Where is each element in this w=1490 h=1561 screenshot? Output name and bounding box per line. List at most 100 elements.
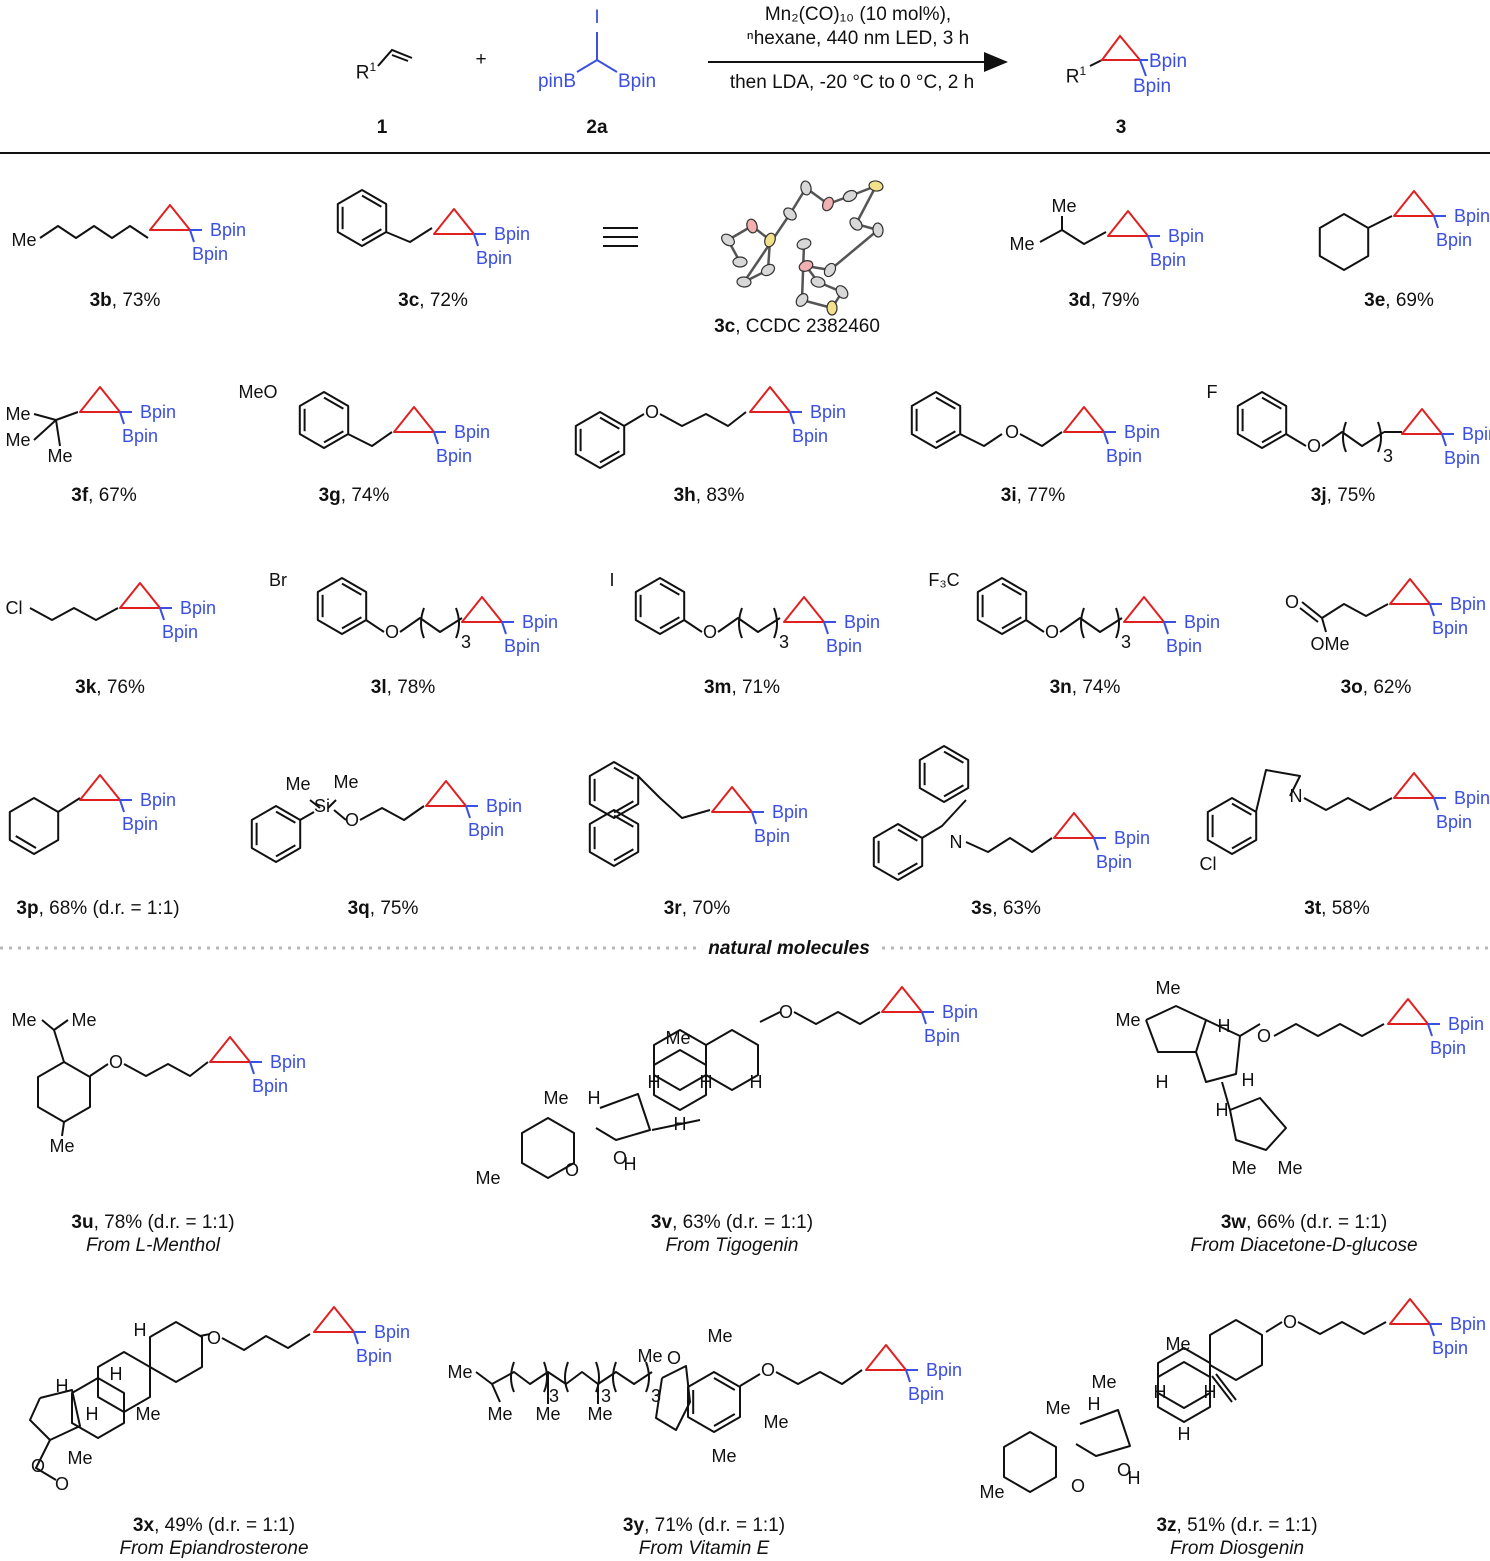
methyl-label: Me: [707, 1326, 732, 1346]
hydrogen-label: H: [1178, 1424, 1191, 1444]
c-b-bond: [1433, 797, 1439, 811]
repeat-count: 3: [1121, 632, 1131, 652]
spiro-pyran-ring: [1003, 1431, 1057, 1493]
bpin-label: Bpin: [210, 220, 246, 240]
cyclopropane-ring: [433, 208, 475, 235]
chain: [1221, 1081, 1231, 1111]
xray-atom: [826, 300, 838, 316]
aromatic-bond: [323, 396, 344, 410]
hydrogen-label: H: [1156, 1072, 1169, 1092]
aromatic-bond: [361, 194, 382, 208]
chlorine-label: Cl: [6, 598, 23, 618]
naphthalene-ring-b: [588, 809, 640, 867]
c-b-bond: [1441, 433, 1447, 447]
hydrogen-label: H: [700, 1072, 713, 1092]
chain: [1039, 216, 1063, 243]
c-b-bond: [353, 1331, 359, 1345]
xray-caption: 3c, CCDC 2382460: [714, 316, 880, 337]
compound-label-3b: 3b, 73%: [89, 290, 161, 311]
aryl-ring: [1236, 391, 1288, 449]
hydrogen-label: H: [588, 1088, 601, 1108]
hydrogen-label: H: [56, 1376, 69, 1396]
bpin-label: Bpin: [1096, 852, 1132, 872]
chain: [1025, 619, 1045, 633]
product-bpin-1: Bpin: [1148, 51, 1188, 72]
cyclopropane-ring: [1393, 772, 1435, 799]
dioxolane-ring-1: [1145, 1005, 1207, 1053]
methyl-label: Me: [447, 1362, 472, 1382]
chain: [965, 837, 1053, 853]
cyclohexane-ring: [37, 1061, 91, 1123]
xray-bond: [742, 213, 792, 283]
carbazole-ring-a: [918, 745, 970, 803]
compound-label-3t: 3t, 58%: [1304, 898, 1370, 919]
reagent-1-structure: [377, 48, 413, 67]
aromatic-bond: [1231, 802, 1252, 816]
methyl-label: Me: [285, 774, 310, 794]
bpin-label: Bpin: [1436, 230, 1472, 250]
carbonyl-oxygen-label: O: [1285, 592, 1299, 612]
bpin-label: Bpin: [504, 636, 540, 656]
methyl-label: Me: [587, 1404, 612, 1424]
methoxy-label: OMe: [1310, 634, 1349, 654]
methyl-label: Me: [979, 1482, 1004, 1502]
chain: [683, 619, 703, 633]
cyclopropane-ring: [1389, 578, 1431, 605]
product-bpin-2: Bpin: [1132, 76, 1172, 97]
c-b-bond: [1429, 1323, 1435, 1337]
hydrogen-label: H: [1154, 1382, 1167, 1402]
nitrogen-label: N: [1290, 786, 1303, 806]
bpin-label: Bpin: [1450, 594, 1486, 614]
repeat-bracket: [420, 607, 425, 639]
methyl-label: Me: [763, 1412, 788, 1432]
aromatic-bond: [943, 784, 964, 798]
silicon-label: Si: [314, 796, 330, 816]
methyl-label: Me: [71, 1010, 96, 1030]
xray-atom: [746, 218, 758, 234]
methyl-label: Me: [135, 1404, 160, 1424]
hydrogen-label: H: [86, 1404, 99, 1424]
aromatic-bond: [341, 616, 362, 630]
nitrogen-label: N: [950, 832, 963, 852]
cyclopropane-ring: [425, 780, 467, 807]
bpin-label: Bpin: [792, 426, 828, 446]
compound-label-3k: 3k, 76%: [75, 677, 145, 698]
oxygen-label: O: [645, 402, 659, 422]
repeat-bracket: [1377, 421, 1382, 453]
product-3-structure: [1089, 34, 1148, 77]
xray-atom: [823, 262, 837, 278]
bpin-label: Bpin: [180, 598, 216, 618]
cyclopropane-ring: [1053, 812, 1095, 839]
bpin-label: Bpin: [1114, 828, 1150, 848]
c-b-bond: [1427, 1023, 1433, 1037]
bpin-label: Bpin: [1450, 1314, 1486, 1334]
chain: [365, 619, 385, 633]
hydrogen-label: H: [624, 1154, 637, 1174]
bpin-label: Bpin: [1166, 636, 1202, 656]
xray-atom: [795, 293, 809, 307]
bpin-label: Bpin: [494, 224, 530, 244]
methyl-label: Me: [1091, 1372, 1116, 1392]
plus-sign: +: [475, 49, 487, 70]
compound-label-3m: 3m, 71%: [703, 677, 781, 698]
cyclohexene-ring: [8, 797, 60, 855]
bpin-label: Bpin: [122, 426, 158, 446]
chain: [1265, 1321, 1283, 1333]
xray-atom: [732, 256, 748, 268]
aromatic-bond: [897, 828, 918, 842]
methyl-label: Me: [1045, 1398, 1070, 1418]
cyclopropane-ring: [749, 386, 791, 413]
section-header-natural-molecules: natural molecules: [702, 938, 876, 960]
bpin-label: Bpin: [1430, 1038, 1466, 1058]
bpin-label: Bpin: [1462, 424, 1490, 444]
cyclopropane-ring: [1107, 210, 1149, 237]
chain: [309, 799, 321, 809]
aromatic-bond: [613, 766, 634, 780]
